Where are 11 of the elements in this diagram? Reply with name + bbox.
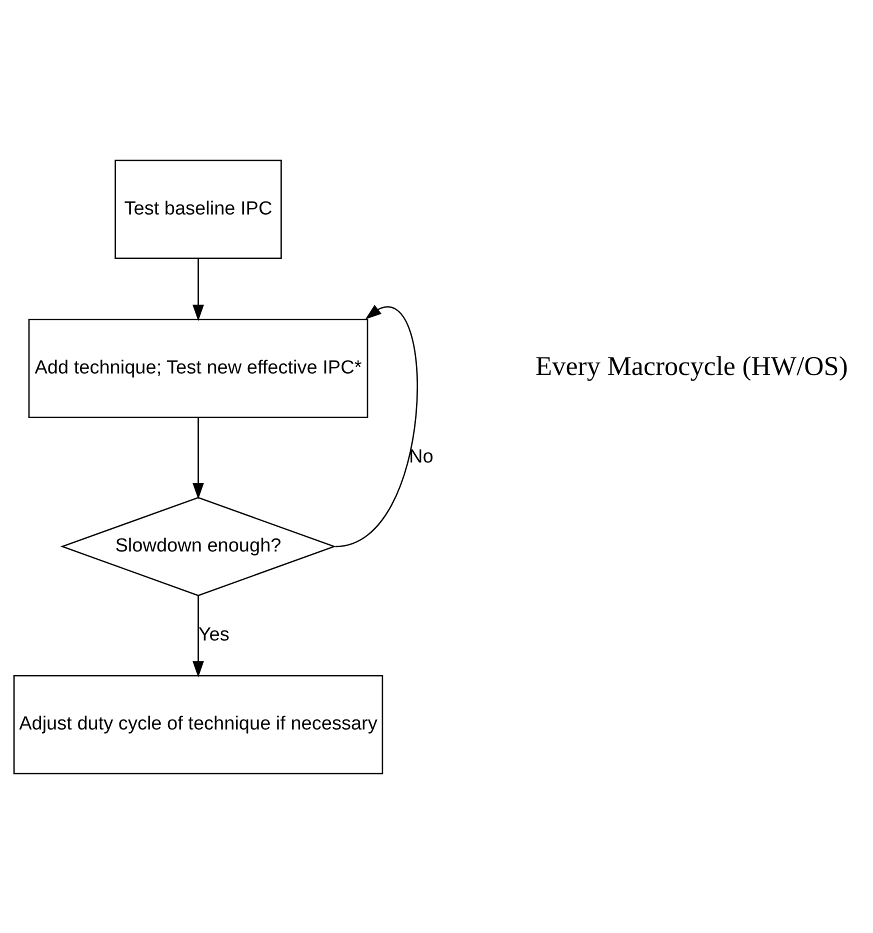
label: Every Macrocycle (HW/OS) bbox=[536, 350, 848, 381]
arrow bbox=[192, 417, 204, 499]
arrow bbox=[192, 258, 204, 321]
node-box: Adjust duty cycle of technique if necessary bbox=[13, 674, 384, 774]
arrow bbox=[192, 595, 204, 677]
edge-label: Yes bbox=[198, 624, 230, 646]
node-box: Add technique; Test new effective IPC* bbox=[28, 318, 368, 418]
edge-label: No bbox=[409, 446, 434, 468]
arrow bbox=[335, 304, 418, 547]
node-diamond: Slowdown enough? bbox=[60, 496, 336, 596]
node-box: Test baseline IPC bbox=[114, 159, 282, 258]
